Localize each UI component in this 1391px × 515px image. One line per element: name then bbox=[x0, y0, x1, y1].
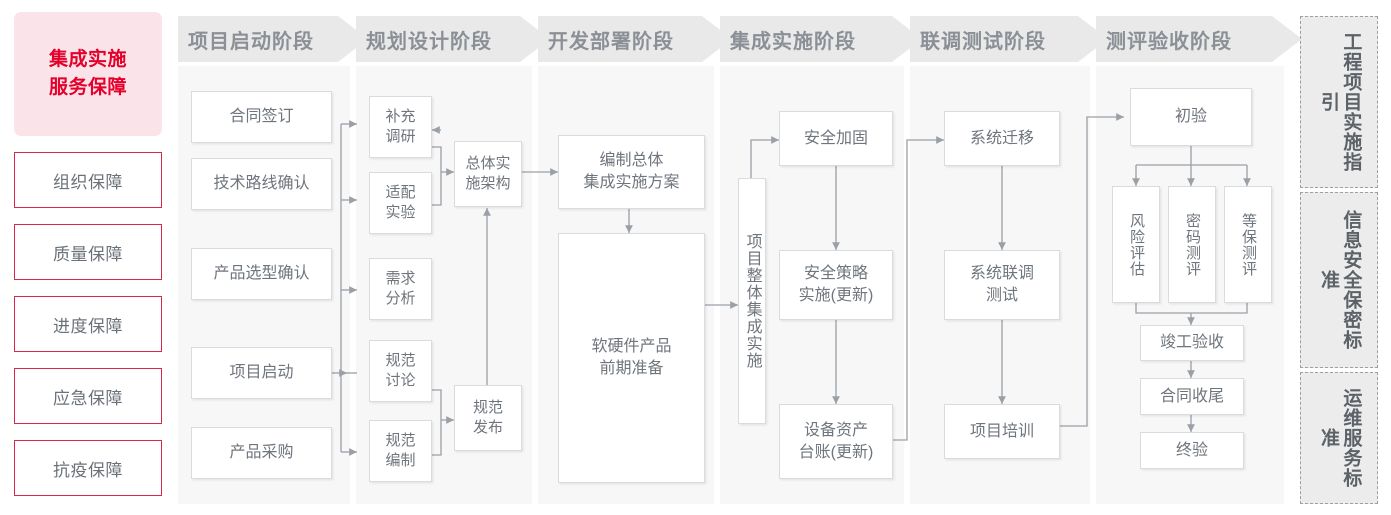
sidebar-title-line2: 服务保障 bbox=[48, 77, 127, 98]
node-label: 软硬件产品前期准备 bbox=[591, 338, 672, 377]
node-preliminary-acceptance[interactable]: 初验 bbox=[1130, 88, 1252, 146]
node-label: 等保测评 bbox=[1240, 212, 1257, 277]
node-label: 需求分析 bbox=[385, 269, 416, 307]
node-label: 适配实验 bbox=[385, 183, 416, 221]
node-cryptography-evaluation[interactable]: 密码测评 bbox=[1168, 186, 1216, 303]
lane-header-acceptance[interactable]: 测评验收阶段 bbox=[1096, 16, 1272, 62]
node-label: 规范编制 bbox=[385, 431, 416, 469]
guarantee-sidebar: 集成实施 服务保障 组织保障 质量保障 进度保障 应急保障 抗疫保障 bbox=[14, 12, 162, 504]
node-spec-drafting[interactable]: 规范编制 bbox=[369, 420, 432, 482]
node-spec-release[interactable]: 规范发布 bbox=[454, 385, 522, 451]
node-overall-integration-plan[interactable]: 编制总体集成实施方案 bbox=[558, 135, 705, 209]
node-label: 规范讨论 bbox=[385, 351, 416, 389]
lane-header-label: 开发部署阶段 bbox=[548, 30, 674, 53]
sidebar-item-emergency[interactable]: 应急保障 bbox=[14, 368, 162, 424]
lane-header-jointtest[interactable]: 联调测试阶段 bbox=[910, 16, 1078, 62]
standard-panel-infosec-standard[interactable]: 信息安全保密标准 bbox=[1300, 192, 1378, 368]
node-label: 竣工验收 bbox=[1159, 334, 1224, 352]
node-mlps-evaluation[interactable]: 等保测评 bbox=[1224, 186, 1272, 303]
sidebar-item-label: 抗疫保障 bbox=[53, 460, 123, 480]
standard-label: 工程项目实施指引 bbox=[1318, 32, 1362, 172]
node-final-acceptance[interactable]: 终验 bbox=[1140, 432, 1244, 469]
node-label: 系统联调测试 bbox=[969, 265, 1034, 304]
node-security-hardening[interactable]: 安全加固 bbox=[779, 111, 893, 166]
standard-panel-engineering-guideline[interactable]: 工程项目实施指引 bbox=[1300, 16, 1378, 188]
lane-header-planning[interactable]: 规划设计阶段 bbox=[356, 16, 520, 62]
lane-header-label: 集成实施阶段 bbox=[730, 30, 856, 53]
lane-header-integrate[interactable]: 集成实施阶段 bbox=[720, 16, 892, 62]
node-label: 安全策略实施(更新) bbox=[798, 265, 874, 304]
lane-header-start[interactable]: 项目启动阶段 bbox=[178, 16, 338, 62]
sidebar-item-schedule[interactable]: 进度保障 bbox=[14, 296, 162, 352]
sidebar-item-label: 应急保障 bbox=[53, 388, 123, 408]
node-label: 总体实施架构 bbox=[465, 154, 511, 192]
node-tech-route-confirm[interactable]: 技术路线确认 bbox=[191, 158, 332, 210]
node-spec-discussion[interactable]: 规范讨论 bbox=[369, 340, 432, 402]
lane-header-develop[interactable]: 开发部署阶段 bbox=[538, 16, 702, 62]
node-hardware-software-preparation[interactable]: 软硬件产品前期准备 bbox=[558, 233, 705, 483]
node-label: 项目启动 bbox=[229, 364, 294, 382]
node-overall-implementation-architecture[interactable]: 总体实施架构 bbox=[454, 141, 522, 207]
node-overall-project-integration[interactable]: 项目整体集成实施 bbox=[738, 178, 766, 424]
node-contract-closeout[interactable]: 合同收尾 bbox=[1140, 378, 1244, 415]
node-risk-assessment[interactable]: 风险评估 bbox=[1112, 186, 1160, 303]
node-label: 补充调研 bbox=[385, 107, 416, 145]
node-system-migration[interactable]: 系统迁移 bbox=[944, 111, 1060, 166]
node-label: 终验 bbox=[1175, 441, 1208, 459]
sidebar-item-label: 组织保障 bbox=[53, 172, 123, 192]
node-adaptation-experiment[interactable]: 适配实验 bbox=[369, 172, 432, 234]
node-label: 产品采购 bbox=[229, 444, 294, 462]
node-label: 初验 bbox=[1174, 108, 1207, 126]
node-requirement-analysis[interactable]: 需求分析 bbox=[369, 258, 432, 320]
lane-header-label: 联调测试阶段 bbox=[920, 30, 1046, 53]
node-label: 系统迁移 bbox=[969, 129, 1034, 147]
node-project-kickoff[interactable]: 项目启动 bbox=[191, 347, 332, 399]
node-label: 合同收尾 bbox=[1159, 387, 1224, 405]
node-label: 风险评估 bbox=[1128, 212, 1145, 277]
node-project-training[interactable]: 项目培训 bbox=[944, 404, 1060, 459]
lane-header-label: 项目启动阶段 bbox=[188, 30, 314, 53]
node-supplementary-research[interactable]: 补充调研 bbox=[369, 96, 432, 158]
sidebar-title-line1: 集成实施 bbox=[48, 49, 127, 71]
node-label: 密码测评 bbox=[1184, 212, 1201, 277]
chevron-icon bbox=[1272, 16, 1302, 62]
node-completion-acceptance[interactable]: 竣工验收 bbox=[1140, 325, 1244, 361]
sidebar-item-epidemic[interactable]: 抗疫保障 bbox=[14, 440, 162, 496]
sidebar-item-quality[interactable]: 质量保障 bbox=[14, 224, 162, 280]
node-label: 设备资产台账(更新) bbox=[798, 421, 874, 461]
node-label: 合同签订 bbox=[229, 108, 294, 126]
sidebar-item-label: 进度保障 bbox=[53, 316, 123, 336]
node-system-joint-debug-test[interactable]: 系统联调测试 bbox=[944, 250, 1060, 320]
node-label: 安全加固 bbox=[803, 129, 868, 147]
node-label: 编制总体集成实施方案 bbox=[583, 152, 680, 191]
node-equipment-asset-ledger[interactable]: 设备资产台账(更新) bbox=[779, 404, 893, 479]
standard-label: 运维服务标准 bbox=[1318, 387, 1362, 488]
standard-panel-operations-standard[interactable]: 运维服务标准 bbox=[1300, 372, 1378, 504]
node-contract-signing[interactable]: 合同签订 bbox=[191, 91, 332, 143]
node-product-procurement[interactable]: 产品采购 bbox=[191, 427, 332, 479]
sidebar-title: 集成实施 服务保障 bbox=[14, 12, 162, 136]
node-label: 产品选型确认 bbox=[213, 265, 310, 283]
node-product-selection[interactable]: 产品选型确认 bbox=[191, 248, 332, 300]
node-label: 项目整体集成实施 bbox=[743, 233, 761, 369]
node-label: 规范发布 bbox=[472, 398, 503, 436]
sidebar-item-organization[interactable]: 组织保障 bbox=[14, 152, 162, 208]
node-label: 项目培训 bbox=[969, 422, 1034, 440]
node-label: 技术路线确认 bbox=[213, 175, 310, 193]
lane-header-label: 测评验收阶段 bbox=[1106, 30, 1232, 53]
sidebar-item-label: 质量保障 bbox=[53, 244, 123, 264]
standard-label: 信息安全保密标准 bbox=[1318, 210, 1362, 350]
node-security-policy-implementation[interactable]: 安全策略实施(更新) bbox=[779, 250, 893, 320]
lane-header-label: 规划设计阶段 bbox=[366, 30, 492, 53]
